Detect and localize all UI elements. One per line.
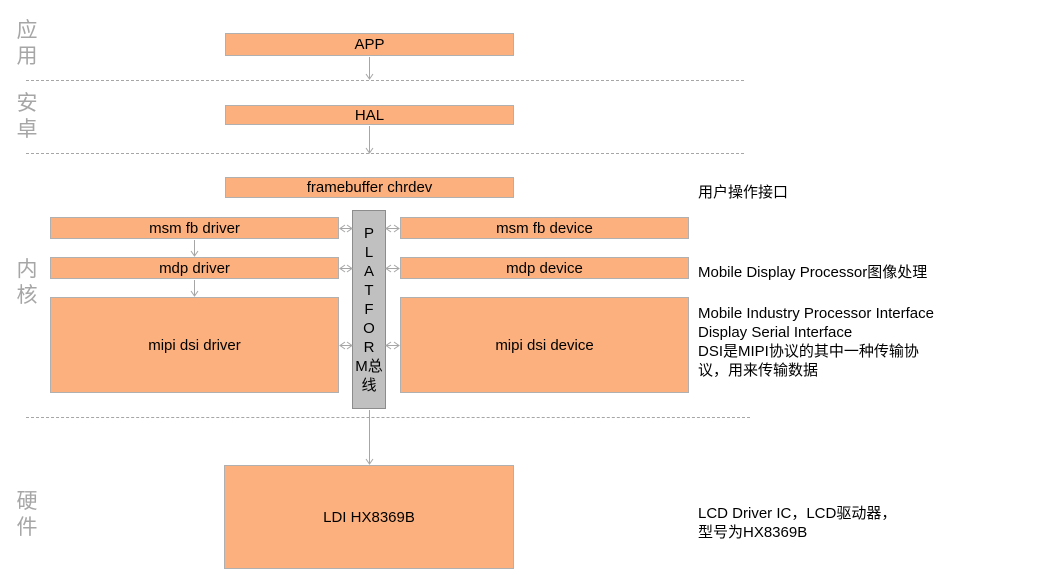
bus-char: R (363, 339, 375, 356)
note-mdp: Mobile Display Processor图像处理 (698, 264, 928, 281)
arrow-head (346, 341, 353, 350)
arrow-head (190, 250, 199, 257)
box-framebuffer-chrdev: framebuffer chrdev (225, 177, 514, 198)
layer-label-app: 应 用 (14, 17, 40, 69)
layer-char: 安 (16, 91, 38, 115)
arrow-head (365, 147, 374, 154)
layer-char: 内 (16, 257, 38, 281)
arrow-head (339, 341, 346, 350)
box-msm-fb-device: msm fb device (400, 217, 689, 239)
arrow-head (346, 264, 353, 273)
arrow-head (190, 290, 199, 297)
arrow-head (365, 458, 374, 465)
bus-char: L (364, 244, 374, 261)
box-mipi-dsi-device: mipi dsi device (400, 297, 689, 393)
layer-char: 硬 (16, 489, 38, 513)
box-hal: HAL (225, 105, 514, 125)
bus-char: T (364, 282, 374, 299)
bus-char: 线 (361, 377, 377, 394)
layer-char: 应 (16, 18, 38, 42)
bus-char: M总 (355, 358, 383, 375)
bus-char: F (364, 301, 374, 318)
separator-kernel-hardware (26, 417, 750, 418)
arrow-head (339, 224, 346, 233)
box-ldi-hx8369b: LDI HX8369B (224, 465, 514, 569)
note-mipi: Mobile Industry Processor Interface Disp… (698, 305, 934, 379)
layer-label-android: 安 卓 (14, 90, 40, 142)
note-lcd: LCD Driver IC，LCD驱动器， 型号为HX8369B (698, 505, 897, 541)
arrow-head (385, 341, 392, 350)
box-app: APP (225, 33, 514, 56)
arrow-head (346, 224, 353, 233)
arrow-head (339, 264, 346, 273)
layer-char: 核 (16, 283, 38, 307)
layer-char: 用 (16, 44, 38, 68)
layer-char: 卓 (16, 117, 38, 141)
arrow-head (385, 224, 392, 233)
separator-app-android (26, 80, 744, 81)
arrow-head (393, 224, 400, 233)
box-msm-fb-driver: msm fb driver (50, 217, 339, 239)
arrow-head (385, 264, 392, 273)
separator-android-kernel (26, 153, 744, 154)
layer-label-kernel: 内 核 (14, 256, 40, 308)
layer-char: 件 (16, 515, 38, 539)
bus-char: A (363, 263, 374, 280)
layer-label-hardware: 硬 件 (14, 488, 40, 540)
note-user-interface: 用户操作接口 (698, 184, 789, 201)
platform-bus: P L A T F O R M总 线 (352, 210, 386, 409)
bus-char: P (363, 225, 374, 242)
bus-char: O (363, 320, 375, 337)
box-mdp-device: mdp device (400, 257, 689, 279)
arrow-head (365, 73, 374, 80)
box-mipi-dsi-driver: mipi dsi driver (50, 297, 339, 393)
arrow-head (393, 341, 400, 350)
box-mdp-driver: mdp driver (50, 257, 339, 279)
arrow-head (393, 264, 400, 273)
